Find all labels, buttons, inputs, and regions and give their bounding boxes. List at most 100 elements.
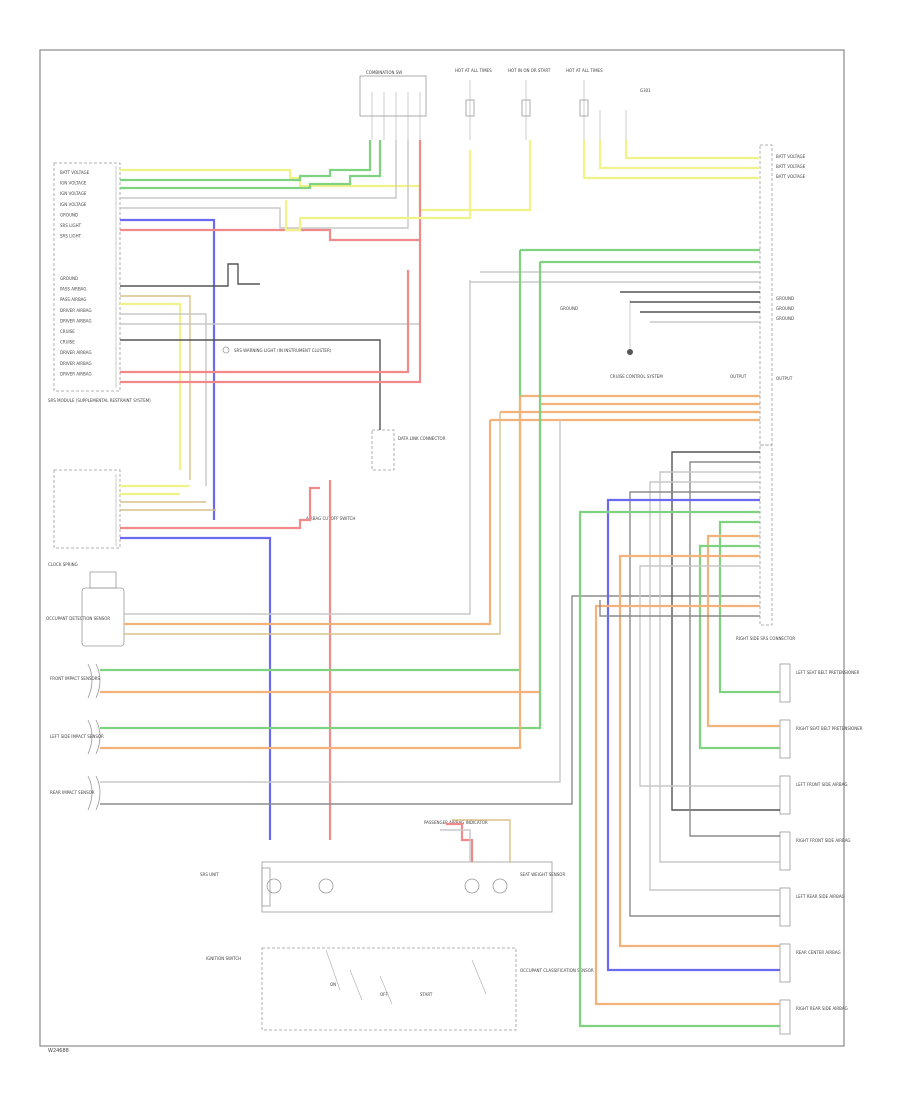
wire-green [698, 544, 780, 750]
wire-blue [120, 536, 272, 840]
wire-lightgray [120, 140, 409, 229]
wire-orange [706, 534, 780, 728]
left-pin-label: PASS AIRBAG [60, 287, 86, 292]
clock-spring-connector [53, 469, 121, 549]
left-pin-label: CRUISE [60, 329, 75, 334]
wire-lightgray [100, 420, 561, 783]
wire-red [120, 240, 422, 384]
right-srs-label: RIGHT SIDE SRS CONNECTOR [736, 636, 795, 641]
wire-orange [594, 604, 780, 1006]
combination-switch: COMBINATION SW [359, 70, 427, 140]
wire-yellow [582, 140, 760, 180]
left-seat-pretensioner-label: LEFT SEAT BELT PRETENSIONER [796, 670, 860, 675]
wire-lightgray [659, 471, 780, 863]
left-pin-label: IGN VOLTAGE [60, 202, 87, 207]
right-sensor-5: LEFT REAR SIDE AIRBAG [779, 887, 845, 927]
wire-lightgray [120, 313, 207, 486]
srs-warning-label: SRS WARNING LIGHT (IN INSTRUMENT CLUSTER… [234, 348, 332, 353]
right-sensor-6: REAR CENTER AIRBAG [779, 943, 841, 983]
wire-tan [124, 412, 501, 635]
left-side-sensor: LEFT SIDE IMPACT SENSOR [50, 719, 104, 755]
occupant-classification-label: OCCUPANT CLASSIFICATION SENSOR [520, 968, 594, 973]
fuse-2 [521, 80, 531, 140]
off-label: OFF [380, 992, 388, 997]
wire-green [120, 140, 382, 190]
left-impact-label: FRONT IMPACT SENSORS [50, 676, 100, 681]
left-pin-label: DRIVER AIRBAG [60, 361, 92, 366]
right-pin-label-1: BATT VOLTAGE [776, 154, 806, 159]
footer-code: W24688 [48, 1048, 69, 1054]
left-pin-label: DRIVER AIRBAG [60, 371, 92, 376]
right-sensor-stack: LEFT SEAT BELT PRETENSIONER RIGHT SEAT B… [779, 663, 863, 1035]
right-sensor-3: LEFT FRONT SIDE AIRBAG [779, 775, 847, 815]
wire-blue [120, 218, 216, 520]
data-link: DATA LINK CONNECTOR [371, 429, 446, 471]
ground-label: GROUND [560, 306, 578, 311]
rear-center-label: REAR CENTER AIRBAG [796, 950, 841, 955]
fuse-label-2: HOT IN ON OR START [508, 68, 551, 73]
left-pin-label: DRIVER AIRBAG [60, 308, 92, 313]
passenger-indicator-label: PASSENGER AIRBAG INDICATOR [424, 820, 488, 825]
wire-gray [599, 600, 760, 617]
ground-switch: GROUND [560, 300, 633, 355]
wire-dark [120, 263, 260, 287]
rear-impact-label: REAR IMPACT SENSOR [50, 790, 95, 795]
left-rear-side-label: LEFT REAR SIDE AIRBAG [796, 894, 845, 899]
wire-red [120, 486, 320, 530]
left-front-side-label: LEFT FRONT SIDE AIRBAG [796, 782, 847, 787]
wire-lightgray [120, 140, 397, 199]
srs-module-label: SRS MODULE (SUPPLEMENTAL RESTRAINT SYSTE… [48, 398, 151, 403]
wire-green [100, 250, 522, 672]
left-pin-label: GROUND [60, 212, 78, 217]
on-label: ON [330, 982, 336, 987]
seat-weight-label: SEAT WEIGHT SENSOR [520, 872, 565, 877]
left-pin-label: SRS LIGHT [60, 234, 82, 239]
left-pin-label: GROUND [60, 276, 78, 281]
right-seat-pretensioner-label: RIGHT SEAT BELT PRETENSIONER [796, 726, 863, 731]
srs-unit-label: SRS UNIT [200, 872, 219, 877]
right-ground-label: G301 [640, 88, 651, 93]
wire-blue [606, 498, 780, 972]
left-pin-label: CRUISE [60, 340, 75, 345]
left-pin-label: DRIVER AIRBAG [60, 318, 92, 323]
combination-switch-label: COMBINATION SW [366, 70, 402, 75]
right-sensor-2: RIGHT SEAT BELT PRETENSIONER [779, 719, 863, 759]
passenger-indicator: PASSENGER AIRBAG INDICATOR [424, 820, 488, 825]
right-pin-label-ground-2: GROUND [776, 306, 794, 311]
rear-impact-sensor: REAR IMPACT SENSOR [50, 775, 101, 811]
wire-red [120, 140, 422, 242]
wire-yellow [598, 140, 760, 170]
ign-switch-label: IGNITION SWITCH [206, 956, 241, 961]
srs-module-text: SRS MODULE (SUPPLEMENTAL RESTRAINT SYSTE… [48, 398, 151, 403]
right-rear-side-label: RIGHT REAR SIDE AIRBAG [796, 1006, 848, 1011]
right-pin-label-ground-1: GROUND [776, 296, 794, 301]
left-pin-label: SRS LIGHT [60, 223, 82, 228]
wire-yellow [120, 140, 532, 212]
right-sensor-7: RIGHT REAR SIDE AIRBAG [779, 999, 848, 1035]
wire-dark [671, 451, 780, 811]
left-pin-label: IGN VOLTAGE [60, 181, 87, 186]
wire-orange [100, 396, 522, 750]
wire-orange [100, 404, 542, 694]
bottom-switch-box: IGNITION SWITCH OCCUPANT CLASSIFICATION … [206, 947, 594, 1031]
wire-gray [629, 491, 780, 917]
start-label: START [420, 992, 433, 997]
cruise-control-label: CRUISE CONTROL SYSTEM [610, 374, 663, 379]
wire-yellow [284, 150, 472, 232]
wire-dark [120, 339, 381, 430]
left-pin-label: PASS AIRBAG [60, 297, 86, 302]
srs-warning-light: SRS WARNING LIGHT (IN INSTRUMENT CLUSTER… [222, 346, 332, 354]
wire-green [100, 262, 542, 730]
right-main-connector: BATT VOLTAGE BATT VOLTAGE BATT VOLTAGE G… [736, 144, 806, 641]
wire-red [120, 270, 410, 374]
wire-yellow [624, 140, 760, 160]
fuse-label-3: HOT AT ALL TIMES [566, 68, 603, 73]
wire-gray [100, 595, 760, 805]
right-pin-label-output: OUTPUT [776, 376, 793, 381]
wire-lightgray [649, 481, 780, 891]
wire-red [446, 822, 474, 862]
right-pin-label-3: BATT VOLTAGE [776, 174, 806, 179]
wire-orange [124, 420, 492, 626]
